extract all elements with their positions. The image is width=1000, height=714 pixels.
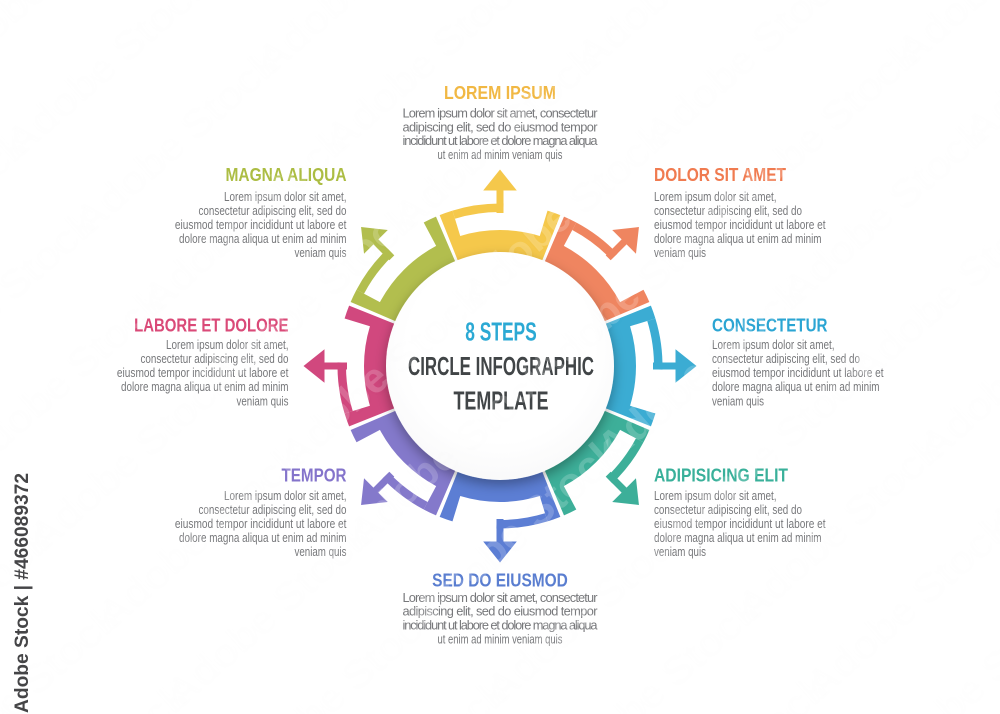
- svg-text:veniam quis: veniam quis: [712, 393, 764, 408]
- svg-text:LOREM IPSUM: LOREM IPSUM: [444, 82, 556, 103]
- svg-text:Lorem ipsum dolor sit amet,: Lorem ipsum dolor sit amet,: [166, 337, 289, 352]
- svg-text:ut enim ad minim veniam quis: ut enim ad minim veniam quis: [438, 147, 563, 162]
- svg-text:dolore magna aliqua ut enim ad: dolore magna aliqua ut enim ad minim: [712, 379, 880, 394]
- svg-text:CONSECTETUR: CONSECTETUR: [712, 315, 828, 336]
- svg-text:dolore magna aliqua ut enim ad: dolore magna aliqua ut enim ad minim: [654, 231, 822, 246]
- svg-text:ut enim ad minim veniam quis: ut enim ad minim veniam quis: [438, 631, 563, 646]
- svg-text:Adobe Stock | #466089372: Adobe Stock | #466089372: [12, 473, 33, 713]
- svg-text:adipiscing elit, sed do eiusmo: adipiscing elit, sed do eiusmod tempor: [403, 604, 599, 619]
- svg-text:MAGNA ALIQUA: MAGNA ALIQUA: [226, 164, 347, 185]
- svg-text:adipiscing elit, sed do eiusmo: adipiscing elit, sed do eiusmod tempor: [403, 119, 599, 134]
- svg-text:consectetur adipiscing elit, s: consectetur adipiscing elit, sed do: [712, 351, 860, 366]
- svg-text:Adobe Stock | #466089372: Adobe Stock | #466089372: [12, 473, 33, 713]
- svg-text:consectetur adipiscing elit, s: consectetur adipiscing elit, sed do: [199, 502, 347, 517]
- svg-text:CIRCLE INFOGRAPHIC: CIRCLE INFOGRAPHIC: [408, 353, 594, 381]
- svg-text:ADIPISICING ELIT: ADIPISICING ELIT: [654, 465, 789, 486]
- svg-text:veniam quis: veniam quis: [654, 544, 706, 559]
- svg-text:consectetur adipiscing elit, s: consectetur adipiscing elit, sed do: [141, 351, 289, 366]
- svg-text:DOLOR SIT AMET: DOLOR SIT AMET: [654, 164, 787, 185]
- svg-text:eiusmod tempor incididunt ut l: eiusmod tempor incididunt ut labore et: [654, 217, 826, 232]
- svg-text:eiusmod tempor incididunt ut l: eiusmod tempor incididunt ut labore et: [175, 516, 347, 531]
- svg-text:Lorem ipsum dolor sit amet,: Lorem ipsum dolor sit amet,: [224, 189, 347, 204]
- svg-text:veniam quis: veniam quis: [654, 245, 706, 260]
- svg-text:dolore magna aliqua ut enim ad: dolore magna aliqua ut enim ad minim: [654, 530, 822, 545]
- svg-text:dolore magna aliqua ut enim ad: dolore magna aliqua ut enim ad minim: [179, 231, 347, 246]
- svg-text:incididunt ut labore et dolore: incididunt ut labore et dolore magna ali…: [403, 133, 599, 148]
- svg-text:consectetur adipiscing elit, s: consectetur adipiscing elit, sed do: [654, 502, 802, 517]
- svg-text:Lorem ipsum dolor sit amet, co: Lorem ipsum dolor sit amet, consectetur: [403, 590, 599, 605]
- svg-text:Lorem ipsum dolor sit amet,: Lorem ipsum dolor sit amet,: [224, 488, 347, 503]
- svg-text:TEMPOR: TEMPOR: [282, 465, 347, 486]
- svg-text:dolore magna aliqua ut enim ad: dolore magna aliqua ut enim ad minim: [179, 530, 347, 545]
- svg-text:eiusmod tempor incididunt ut l: eiusmod tempor incididunt ut labore et: [117, 365, 289, 380]
- svg-text:Lorem ipsum dolor sit amet,: Lorem ipsum dolor sit amet,: [654, 189, 777, 204]
- svg-text:consectetur adipiscing elit, s: consectetur adipiscing elit, sed do: [199, 203, 347, 218]
- svg-text:Lorem ipsum dolor sit amet, co: Lorem ipsum dolor sit amet, consectetur: [403, 105, 599, 120]
- svg-text:Lorem ipsum dolor sit amet,: Lorem ipsum dolor sit amet,: [712, 337, 835, 352]
- svg-text:eiusmod tempor incididunt ut l: eiusmod tempor incididunt ut labore et: [175, 217, 347, 232]
- svg-text:veniam quis: veniam quis: [237, 393, 289, 408]
- svg-text:dolore magna aliqua ut enim ad: dolore magna aliqua ut enim ad minim: [121, 379, 289, 394]
- svg-text:veniam quis: veniam quis: [295, 245, 347, 260]
- svg-text:eiusmod tempor incididunt ut l: eiusmod tempor incididunt ut labore et: [712, 365, 884, 380]
- svg-text:LABORE ET DOLORE: LABORE ET DOLORE: [134, 315, 288, 336]
- svg-text:Lorem ipsum dolor sit amet,: Lorem ipsum dolor sit amet,: [654, 488, 777, 503]
- svg-text:8 STEPS: 8 STEPS: [465, 319, 537, 347]
- svg-text:incididunt ut labore et dolore: incididunt ut labore et dolore magna ali…: [403, 618, 599, 633]
- svg-text:SED DO EIUSMOD: SED DO EIUSMOD: [432, 569, 568, 590]
- svg-text:TEMPLATE: TEMPLATE: [454, 387, 549, 415]
- svg-text:eiusmod tempor incididunt ut l: eiusmod tempor incididunt ut labore et: [654, 516, 826, 531]
- svg-text:consectetur adipiscing elit, s: consectetur adipiscing elit, sed do: [654, 203, 802, 218]
- svg-text:veniam quis: veniam quis: [295, 544, 347, 559]
